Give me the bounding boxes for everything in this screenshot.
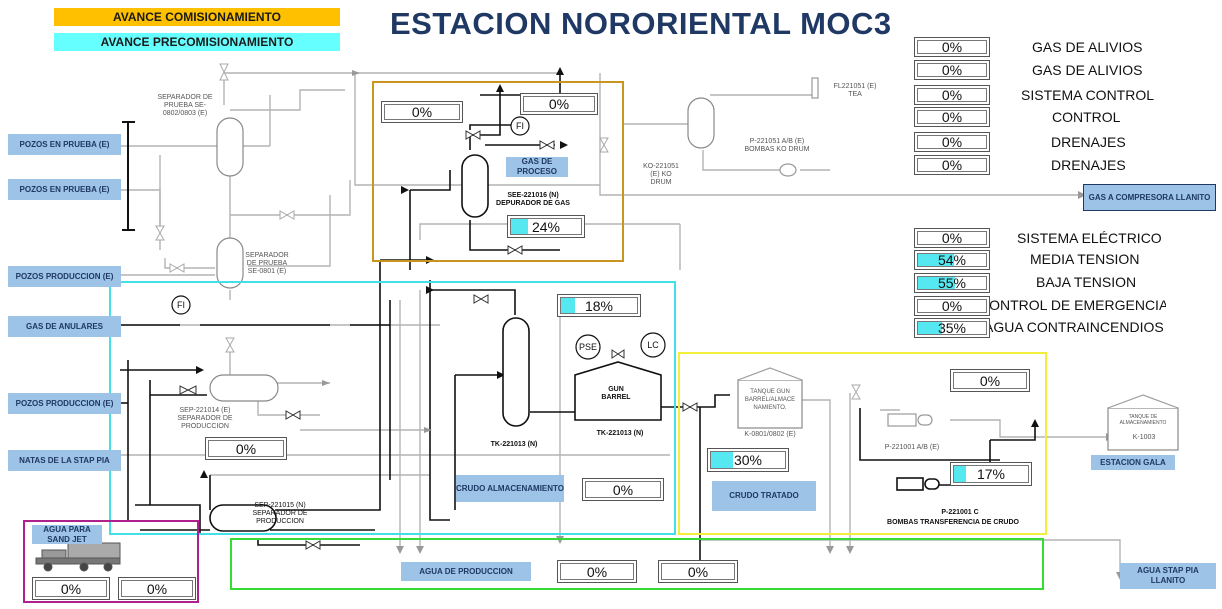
instrument-pse: PSE [578, 342, 597, 352]
progress-drenajes-2: 0% [914, 155, 990, 175]
area-sand-jet [23, 520, 199, 603]
label-sistema-control: SISTEMA CONTROL [1021, 87, 1155, 103]
instrument-fi-2: FI [177, 300, 185, 310]
progress-gas-alivios-1: 0% [914, 37, 990, 57]
progress-sand-jet-2: 0% [118, 577, 196, 600]
label-gas-alivios-1: GAS DE ALIVIOS [1032, 39, 1143, 55]
label-baja-tension: BAJA TENSION [1036, 274, 1137, 290]
instrument-lc: LC [647, 340, 659, 350]
label-tk-221013-gun: TK-221013 (N) [596, 430, 644, 437]
label-tanque-alm: TANQUE DE ALMACENAMIENTO [1119, 414, 1167, 426]
progress-crudo-tratado-top: 0% [950, 369, 1030, 392]
label-fl-tea: FL221051 (E) TEA [833, 83, 877, 98]
legend-precomisionamiento: AVANCE PRECOMISIONAMIENTO [54, 33, 340, 51]
tag-gas-compresora: GAS A COMPRESORA LLANITO [1083, 184, 1216, 211]
label-sistema-electrico: SISTEMA ELÉCTRICO [1017, 230, 1162, 246]
label-sep-221014: SEP-221014 (E) SEPARADOR DE PRODUCCION [177, 407, 233, 430]
instrument-fi-1: FI [516, 121, 524, 131]
tag-gas-anulares: GAS DE ANULARES [8, 316, 121, 337]
legend-comisionamiento: AVANCE COMISIONAMIENTO [54, 8, 340, 26]
tag-natas-stap: NATAS DE LA STAP PIA [8, 450, 121, 471]
progress-control-emergencia: 0% [914, 296, 990, 316]
progress-crudo-tratado-k: 30% [707, 448, 789, 472]
label-sep-prueba: SEPARADOR DE PRUEBA SE-0802/0803 (E) [157, 94, 213, 117]
progress-media-tension: 54% [914, 250, 990, 270]
tag-agua-sand-jet: AGUA PARA SAND JET [32, 525, 102, 544]
tag-agua-stap: AGUA STAP PIA LLANITO [1120, 563, 1216, 589]
progress-sistema-control: 0% [914, 85, 990, 105]
progress-gas-alivios-2: 0% [914, 60, 990, 80]
truck-icon [35, 542, 121, 572]
progress-bombas-c: 17% [950, 462, 1032, 486]
label-gas-alivios-2: GAS DE ALIVIOS [1032, 62, 1143, 78]
label-sep-221015: SEP-221015 (N) SEPARADOR DE PRODUCCION [252, 502, 308, 525]
label-drenajes-1: DRENAJES [1051, 134, 1126, 150]
label-drenajes-2: DRENAJES [1051, 157, 1126, 173]
tag-pozos-produccion-2: POZOS PRODUCCION (E) [8, 393, 121, 414]
progress-crudo-almac: 0% [582, 478, 664, 501]
label-media-tension: MEDIA TENSION [1030, 251, 1140, 267]
progress-crudo-top: 18% [557, 294, 641, 317]
tag-pozos-produccion-1: POZOS PRODUCCION (E) [8, 266, 121, 287]
progress-gas-box-top: 0% [381, 101, 463, 123]
label-p-221001ab: P-221001 A/B (E) [884, 444, 940, 451]
label-tk-221013-col: TK-221013 (N) [490, 441, 538, 448]
label-sep-prueba-0801: SEPARADOR DE PRUEBA SE-0801 (E) [245, 252, 289, 275]
label-see-221016: SEE-221016 (N) DEPURADOR DE GAS [496, 192, 570, 207]
progress-depurador: 24% [507, 215, 585, 238]
tag-agua-produccion: AGUA DE PRODUCCION [401, 562, 531, 581]
label-p-221001c: P-221001 C [941, 509, 979, 516]
area-gas-process [372, 81, 624, 262]
label-gun-barrel: GUN BARREL [601, 386, 631, 401]
progress-agua-prod-2: 0% [658, 560, 738, 583]
label-k-0801: K-0801/0802 (E) [744, 431, 796, 438]
label-k-1003: K-1003 [1132, 434, 1156, 441]
area-crudo-tratado [678, 352, 1047, 535]
tag-pozos-prueba-2: POZOS EN PRUEBA (E) [8, 179, 121, 200]
label-tanque-gun: TANQUE GUN BARREL/ALMACE NAMIENTO. [744, 389, 796, 411]
page-title: ESTACION NORORIENTAL MOC3 [390, 6, 892, 41]
tag-crudo-almacenamiento: CRUDO ALMACENAMIENTO [456, 475, 564, 502]
label-bombas-transf: BOMBAS TRANSFERENCIA DE CRUDO [887, 519, 1019, 526]
label-control-emergencia: CONTROL DE EMERGENCIA [990, 297, 1166, 313]
tag-estacion-gala: ESTACION GALA [1091, 455, 1175, 470]
tag-gas-proceso: GAS DE PROCESO [506, 157, 568, 177]
progress-sistema-electrico: 0% [914, 228, 990, 248]
tag-crudo-tratado: CRUDO TRATADO [712, 481, 816, 511]
progress-sand-jet-1: 0% [32, 577, 110, 600]
label-control: CONTROL [1052, 109, 1121, 125]
label-bombas-ko: P-221051 A/B (E) BOMBAS KO DRUM [744, 138, 810, 153]
label-agua-contraincendios: AGUA CONTRAINCENDIOS [990, 319, 1164, 335]
progress-agua-contraincendios: 35% [914, 318, 990, 338]
area-agua-produccion [230, 538, 1044, 590]
progress-agua-prod-1: 0% [557, 560, 637, 583]
progress-control: 0% [914, 107, 990, 127]
label-ko-drum: KO-221051 (E) KO DRUM [643, 163, 679, 186]
progress-gas-box-right: 0% [520, 93, 598, 115]
progress-baja-tension: 55% [914, 273, 990, 293]
tag-pozos-prueba-1: POZOS EN PRUEBA (E) [8, 134, 121, 155]
progress-sep-221014: 0% [205, 437, 287, 460]
progress-drenajes-1: 0% [914, 132, 990, 152]
